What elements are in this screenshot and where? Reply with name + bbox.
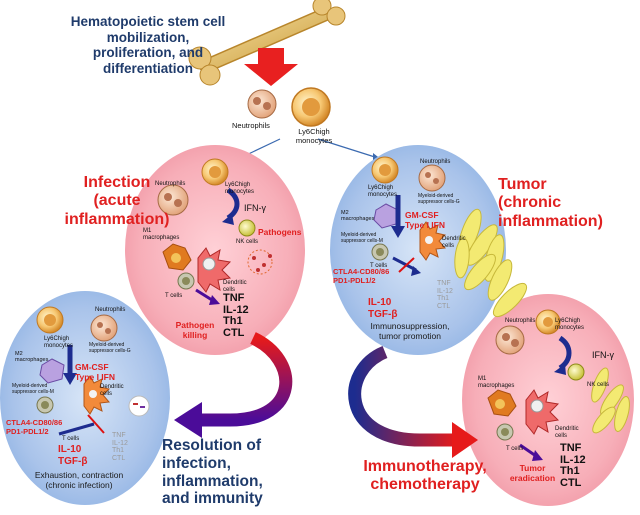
therapy-tcells-label: T cells	[506, 446, 524, 452]
resolution-arrow	[195, 332, 293, 427]
tumor-mass	[454, 208, 528, 318]
chronic-tcells-label: T cells	[62, 436, 80, 442]
therapy-arrow	[348, 345, 456, 447]
therapy-cytokines: TNF IL-12 Th1 CTL	[560, 442, 586, 489]
top-monocytes-label: Ly6Chigh monocytes	[295, 127, 333, 145]
therapy-tumor-mass	[591, 367, 630, 434]
infection-cells	[157, 158, 273, 305]
therapy-nk-label: NK cells	[587, 382, 610, 388]
chronic-footer: Exhaustion, contraction(chronic infectio…	[34, 470, 124, 490]
resolution-label: Resolution of infection, inflammation, a…	[162, 437, 263, 508]
infection-tcells-label: T cells	[165, 293, 183, 299]
top-neutrophils-label: Neutrophils	[232, 121, 270, 130]
tumor-footer: Immunosuppression,tumor promotion	[370, 321, 450, 341]
tumor-tcells-label: T cells	[370, 263, 388, 269]
tumor-neutrophils-label: Neutrophils	[420, 159, 451, 165]
infection-title: Infection (acute inflammation)	[64, 174, 170, 228]
tumor-ellipse	[330, 145, 506, 355]
stem-cell-title: Hematopoietic stem cell mobilization, pr…	[70, 14, 226, 76]
infection-nk-label: NK cells	[236, 239, 259, 245]
top-neutrophil	[247, 89, 277, 119]
tumor-title: Tumor (chronic inflammation)	[498, 176, 603, 230]
therapy-cells	[487, 309, 585, 461]
therapy-label: Immunotherapy, chemotherapy	[363, 458, 487, 494]
infection-pathogens-label: Pathogens	[258, 227, 302, 237]
infection-neutrophils-label: Neutrophils	[155, 181, 186, 187]
top-monocyte	[291, 87, 331, 127]
therapy-neutrophils-label: Neutrophils	[505, 318, 536, 324]
chronic-cells	[36, 306, 150, 436]
bone-illustration	[188, 0, 346, 86]
differentiation-arrow	[244, 48, 298, 86]
chronic-neutrophils-label: Neutrophils	[95, 307, 126, 313]
infection-ifn-label: IFN-γ	[244, 203, 266, 213]
tumor-cells	[371, 156, 446, 276]
infection-cytokines: TNF IL-12 Th1 CTL	[223, 292, 249, 339]
therapy-ifn-label: IFN-γ	[592, 350, 614, 360]
